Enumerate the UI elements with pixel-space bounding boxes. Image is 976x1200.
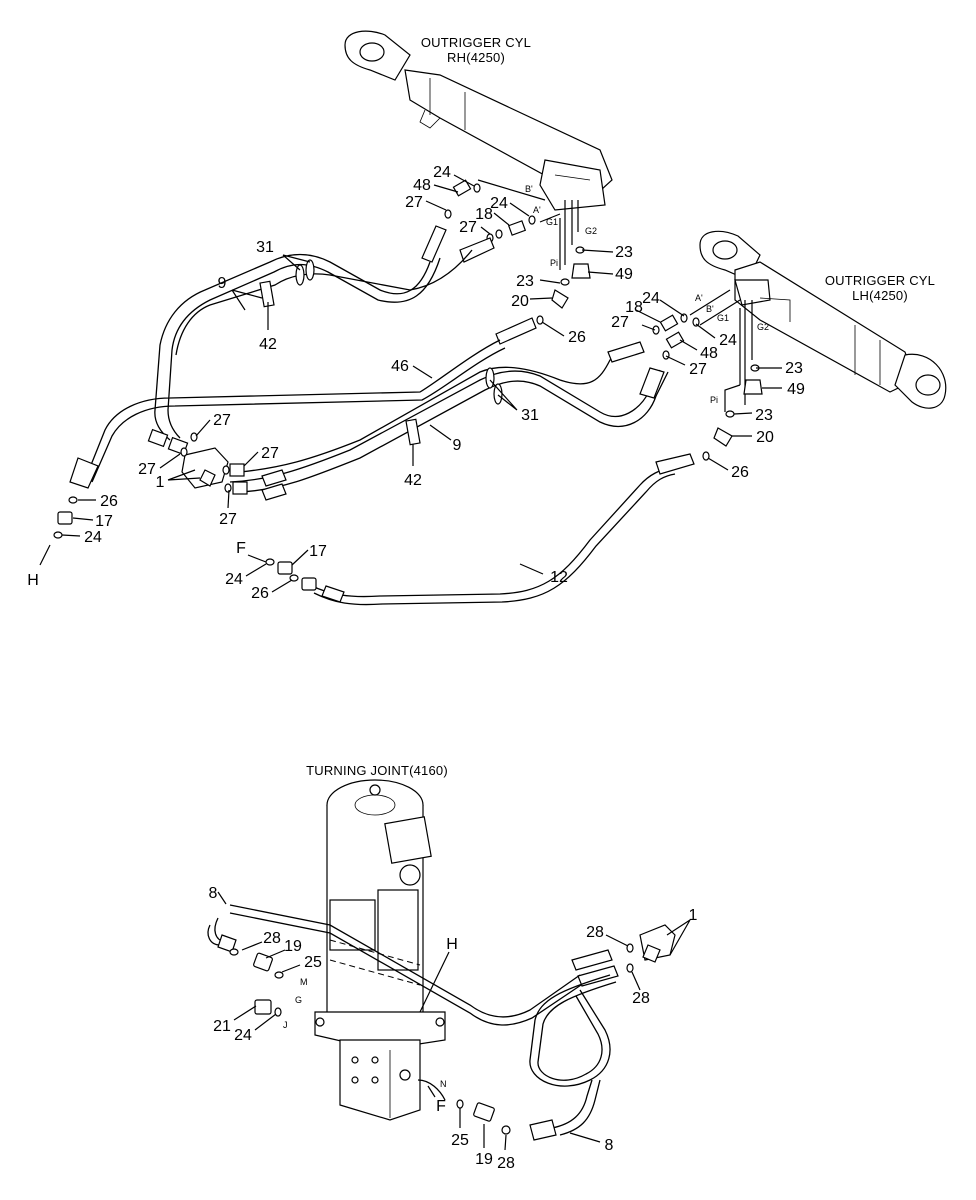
tj-port-m: M: [300, 977, 308, 987]
callout-28: 28: [586, 924, 604, 941]
valve-block-1: [147, 428, 287, 501]
rh-cylinder-title: OUTRIGGER CYL: [421, 35, 531, 50]
callout-h: H: [27, 572, 39, 589]
callout-28: 28: [497, 1155, 515, 1172]
callout-23: 23: [755, 407, 773, 424]
lh-fittings: [652, 313, 763, 461]
callout-48: 48: [700, 345, 718, 362]
rh-port-g1: G1: [546, 217, 558, 227]
callout-24: 24: [433, 164, 451, 181]
callout-31: 31: [256, 239, 274, 256]
callout-49: 49: [787, 381, 805, 398]
callout-20: 20: [511, 293, 529, 310]
callout-27: 27: [261, 445, 279, 462]
rh-hose-ends: [421, 225, 537, 345]
callout-12: 12: [550, 569, 568, 586]
callout-27: 27: [213, 412, 231, 429]
callout-f: F: [236, 540, 246, 557]
turning-joint-hoses: [207, 904, 619, 1141]
callout-42: 42: [259, 336, 277, 353]
callout-48: 48: [413, 177, 431, 194]
callout-8: 8: [209, 885, 218, 902]
lh-cylinder-port-lines: [689, 289, 753, 412]
callout-46: 46: [391, 358, 409, 375]
lh-port-g2: G2: [757, 322, 769, 332]
callout-31: 31: [521, 407, 539, 424]
upper-hose-routing: [69, 249, 695, 606]
callout-1: 1: [689, 907, 698, 924]
lh-outrigger-cylinder: [699, 230, 947, 409]
callout-26: 26: [568, 329, 586, 346]
callout-25: 25: [451, 1132, 469, 1149]
callout-20: 20: [756, 429, 774, 446]
callout-19: 19: [284, 938, 302, 955]
lh-port-a: A': [695, 293, 703, 303]
callout-17: 17: [309, 543, 327, 560]
leader-lines: [61, 174, 782, 1151]
lh-port-g1: G1: [717, 313, 729, 323]
callout-25: 25: [304, 954, 322, 971]
callout-labels: 24 48 27 24 18 27 23 49 23 20 26 31 9 42…: [27, 164, 805, 1172]
rh-port-a: A': [533, 205, 541, 215]
tj-port-n: N: [440, 1079, 447, 1089]
callout-18: 18: [625, 299, 643, 316]
callout-42: 42: [404, 472, 422, 489]
turning-joint-title: TURNING JOINT(4160): [306, 763, 448, 778]
callout-24: 24: [234, 1027, 252, 1044]
callout-28: 28: [263, 930, 281, 947]
callout-28: 28: [632, 990, 650, 1007]
callout-24: 24: [225, 571, 243, 588]
turning-joint-fittings: [229, 924, 676, 1135]
callout-24: 24: [719, 332, 737, 349]
callout-21: 21: [213, 1018, 231, 1035]
callout-h: H: [446, 936, 458, 953]
rh-port-b: B': [525, 184, 533, 194]
callout-26: 26: [100, 493, 118, 510]
callout-27: 27: [459, 219, 477, 236]
callout-19: 19: [475, 1151, 493, 1168]
rh-port-g2: G2: [585, 226, 597, 236]
lh-port-pi: Pi: [710, 395, 718, 405]
callout-1: 1: [156, 474, 165, 491]
lh-cylinder-code: LH(4250): [852, 288, 908, 303]
callout-23: 23: [785, 360, 803, 377]
rh-fittings: [444, 179, 591, 325]
callout-27: 27: [689, 361, 707, 378]
callout-17: 17: [95, 513, 113, 530]
callout-18: 18: [475, 206, 493, 223]
callout-23: 23: [615, 244, 633, 261]
callout-26: 26: [731, 464, 749, 481]
callout-27: 27: [219, 511, 237, 528]
left-end-fittings: [39, 496, 317, 591]
rh-cylinder-port-lines: [477, 179, 579, 270]
callout-24: 24: [642, 290, 660, 307]
lh-port-b: B': [706, 304, 714, 314]
callout-49: 49: [615, 266, 633, 283]
tj-port-g: G: [295, 995, 302, 1005]
rh-port-pi: Pi: [550, 258, 558, 268]
turning-joint: [314, 779, 446, 1121]
callout-27: 27: [611, 314, 629, 331]
lh-cylinder-title: OUTRIGGER CYL: [825, 273, 935, 288]
callout-26: 26: [251, 585, 269, 602]
callout-27: 27: [138, 461, 156, 478]
callout-27: 27: [405, 194, 423, 211]
callout-9: 9: [453, 437, 462, 454]
callout-f: F: [436, 1098, 446, 1115]
rh-outrigger-cylinder: [344, 30, 613, 211]
tj-port-j: J: [283, 1020, 288, 1030]
rh-cylinder-code: RH(4250): [447, 50, 505, 65]
callout-24: 24: [490, 195, 508, 212]
callout-9: 9: [218, 275, 227, 292]
callout-24: 24: [84, 529, 102, 546]
callout-8: 8: [605, 1137, 614, 1154]
callout-23: 23: [516, 273, 534, 290]
